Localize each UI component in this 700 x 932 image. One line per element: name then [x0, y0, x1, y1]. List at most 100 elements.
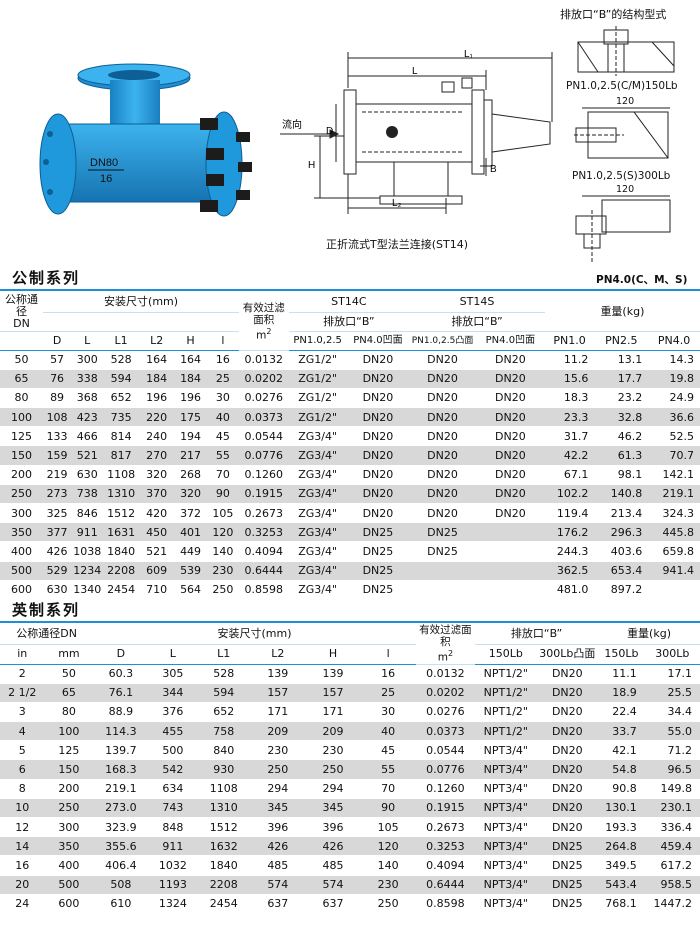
table-cell: 10 [0, 798, 45, 819]
table-cell: 209 [305, 721, 361, 742]
table-cell: 230.1 [644, 798, 700, 819]
table-cell: 2454 [197, 894, 251, 914]
table-cell: 609 [138, 561, 175, 581]
table-cell: NPT3/4" [475, 855, 537, 876]
table-cell: DN20 [346, 388, 410, 409]
metric-col-header: PN2.5 [594, 331, 649, 351]
table-cell: 142.1 [648, 465, 700, 485]
table-cell: 200 [44, 779, 94, 799]
table-cell: 521 [138, 541, 175, 562]
table-cell: 139 [250, 664, 306, 684]
table-cell: 149.8 [644, 779, 700, 799]
table-cell: 1324 [148, 894, 198, 914]
table-cell: 13.1 [594, 350, 649, 370]
imperial-head-install: 安装尺寸(mm) [93, 624, 416, 645]
metric-head-weight: 重量(kg) [544, 293, 700, 332]
table-cell: ZG3/4" [288, 484, 347, 505]
table-cell: DN25 [536, 894, 599, 914]
table-cell: ZG3/4" [288, 522, 347, 543]
table-cell: 36.6 [648, 407, 700, 428]
table-cell: 296.3 [594, 522, 649, 543]
table-cell: DN20 [536, 702, 599, 723]
table-cell: ZG1/2" [288, 388, 347, 409]
table-cell: 46.2 [594, 426, 649, 447]
table-cell: 325 [43, 503, 72, 524]
table-cell: 42.2 [544, 445, 595, 466]
table-cell: 2 [0, 664, 45, 684]
table-cell: 529 [43, 561, 72, 581]
table-cell [648, 580, 700, 600]
table-cell: 30 [206, 388, 240, 409]
table-cell: 55 [360, 759, 416, 780]
table-cell: 0.0132 [239, 350, 289, 370]
table-cell: DN20 [409, 407, 476, 428]
metric-col-header: PN4.0凹面 [475, 331, 545, 351]
table-cell: 65 [0, 369, 44, 389]
table-cell: 150 [0, 445, 44, 466]
table-cell: 12 [0, 817, 45, 838]
drain-variant-3-dim: 120 [616, 184, 635, 195]
table-cell: 18.3 [544, 388, 595, 409]
strainer-product-illustration: DN80 16 [39, 63, 252, 217]
table-cell: 485 [250, 855, 306, 876]
table-cell: 196 [174, 388, 207, 409]
table-cell: 55.0 [644, 721, 700, 742]
table-cell: 401 [174, 522, 207, 543]
table-cell: 2208 [103, 561, 139, 581]
table-cell: 0.0373 [239, 407, 289, 428]
table-cell: 17.7 [594, 369, 649, 389]
table-cell: DN25 [346, 541, 410, 562]
table-cell: 45 [360, 740, 416, 761]
metric-head-st14c: ST14C [288, 293, 410, 313]
table-cell: 500 [44, 875, 94, 895]
table-cell: DN25 [346, 580, 410, 600]
metric-col-header: H [174, 331, 207, 351]
table-cell: 25 [206, 369, 240, 389]
table-cell: 1032 [148, 855, 198, 876]
table-cell: 120 [206, 522, 240, 543]
table-cell: DN20 [536, 759, 599, 780]
table-cell: 76 [43, 369, 72, 389]
table-cell: 500 [148, 740, 198, 761]
table-cell: 320 [174, 484, 207, 505]
drain-variant-2-drawing [574, 107, 670, 159]
table-cell: 57 [43, 350, 72, 370]
table-cell: ZG1/2" [288, 369, 347, 389]
table-cell: 219.1 [93, 779, 149, 799]
table-cell: 171 [305, 702, 361, 723]
table-cell: 88.9 [93, 702, 149, 723]
imperial-col-header: in [0, 644, 45, 665]
table-cell [409, 561, 476, 581]
table-cell: 768.1 [598, 894, 645, 914]
table-cell: 0.1915 [415, 798, 476, 819]
table-cell: DN20 [409, 369, 476, 389]
table-cell: 273.0 [93, 798, 149, 819]
table-cell: 574 [305, 875, 361, 895]
table-cell: 1631 [103, 522, 139, 543]
table-cell: 18.9 [598, 683, 645, 703]
table-cell: 230 [250, 740, 306, 761]
table-cell: DN20 [536, 779, 599, 799]
table-cell: 958.5 [644, 875, 700, 895]
table-cell: 594 [103, 369, 139, 389]
table-cell: 445.8 [648, 522, 700, 543]
table-cell: 30 [360, 702, 416, 723]
table-cell: 455 [148, 721, 198, 742]
table-cell: 377 [43, 522, 72, 543]
product-label-pn: 16 [100, 173, 112, 185]
table-cell: DN20 [536, 817, 599, 838]
table-cell: 350 [44, 836, 94, 857]
table-cell: 1632 [197, 836, 251, 857]
table-cell: 564 [174, 580, 207, 600]
table-cell: 217 [174, 445, 207, 466]
imperial-head-weight: 重量(kg) [598, 624, 700, 645]
table-cell: 140 [360, 855, 416, 876]
table-cell: 105 [206, 503, 240, 524]
table-cell: ZG3/4" [288, 561, 347, 581]
table-cell: DN20 [346, 484, 410, 505]
